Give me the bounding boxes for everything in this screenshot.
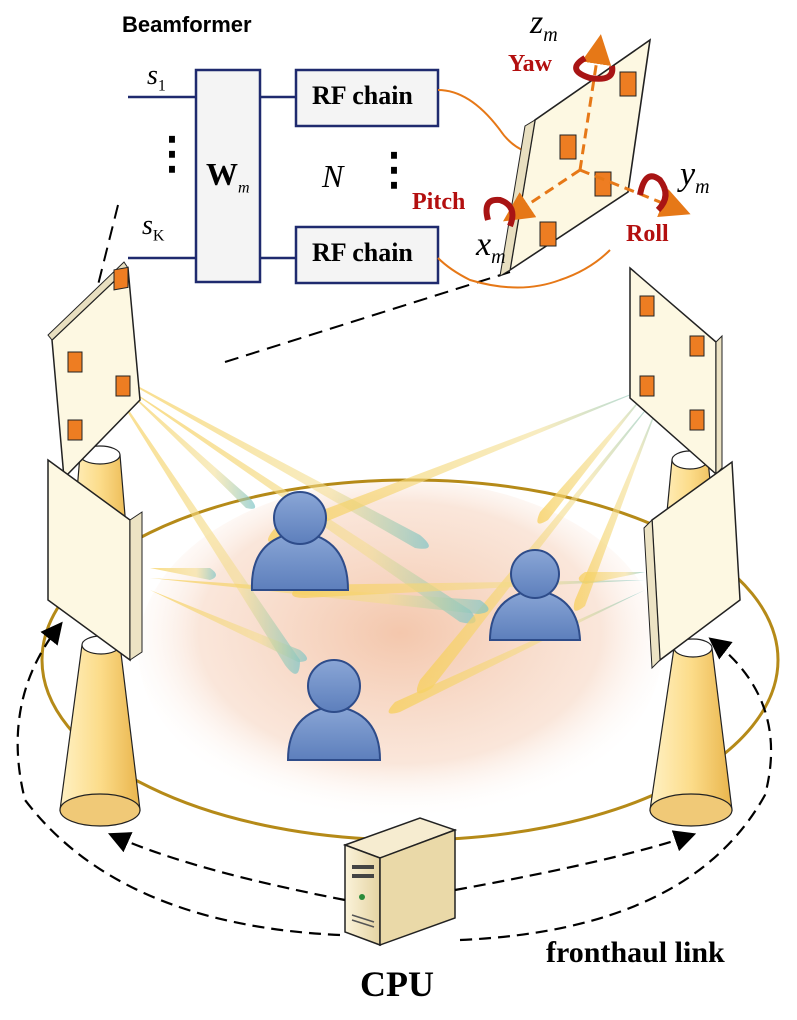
beamformer-title: Beamformer: [122, 12, 252, 37]
yaw-label: Yaw: [508, 51, 553, 77]
left-lower-cone: [59, 635, 141, 827]
roll-label: Roll: [626, 221, 669, 247]
user-icon: [286, 659, 382, 761]
input-last-label: sK: [142, 210, 165, 245]
pitch-label: Pitch: [412, 189, 466, 215]
y-axis-label: ym: [680, 156, 710, 198]
input-dots: ⋮: [150, 129, 194, 178]
rf-chain-top-label: RF chain: [312, 81, 413, 110]
cpu-server-icon: [342, 817, 458, 947]
zoom-lines: [97, 204, 511, 363]
left-top-antenna-panel: [47, 261, 141, 480]
fronthaul-arrows: [16, 621, 773, 942]
right-lower-cone: [649, 638, 733, 827]
right-top-antenna-panel: [629, 266, 723, 476]
rf-chain-bottom-box: [294, 225, 440, 285]
weight-matrix-label: Wm: [206, 156, 250, 197]
right-bottom-antenna-panel: [643, 460, 741, 670]
pitch-rotation-icon: [483, 196, 516, 228]
cpu-label: CPU: [360, 964, 434, 1004]
input-first-label: s1: [147, 60, 166, 95]
user-icon: [250, 491, 350, 591]
roll-rotation-icon: [637, 173, 669, 213]
rf-chain-bottom-label: RF chain: [312, 238, 413, 267]
rf-chain-top-box: [294, 68, 440, 128]
rf-dots: ⋮: [372, 145, 416, 194]
x-axis-label: xm: [476, 226, 506, 268]
rotation-arrows: [483, 55, 669, 228]
panel-axes: [503, 34, 691, 222]
yaw-rotation-icon: [573, 55, 616, 82]
fronthaul-label: fronthaul link: [546, 936, 725, 969]
z-axis-label: zm: [530, 4, 558, 46]
user-icon: [488, 549, 582, 641]
beamformer-block: [128, 68, 440, 285]
left-bottom-antenna-panel: [47, 458, 143, 662]
rf-count-label: N: [322, 158, 344, 194]
weight-matrix-box: [194, 68, 262, 284]
beams-right-top: [267, 385, 662, 694]
